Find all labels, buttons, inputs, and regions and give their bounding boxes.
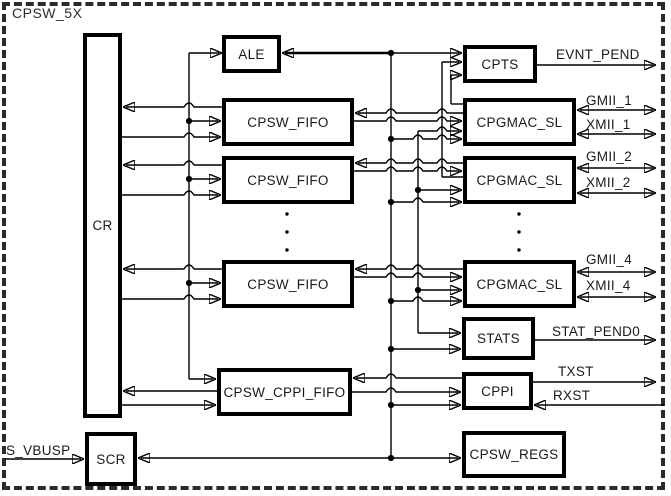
signal-label-stat-pend0: STAT_PEND0 <box>552 324 641 339</box>
signal-label-s-vbusp: S_VBUSP <box>6 443 71 458</box>
signal-label-xmii-4: XMII_4 <box>586 278 631 293</box>
block-stats: STATS <box>462 317 535 360</box>
block-cpsw-fifo-2-label: CPSW_FIFO <box>247 172 329 188</box>
block-scr: SCR <box>85 432 137 486</box>
block-cpsw-fifo-3: CPSW_FIFO <box>222 260 354 308</box>
block-cpgmac-sl-1: CPGMAC_SL <box>463 98 576 146</box>
cr-fifo-wires <box>122 103 222 405</box>
signal-label-gmii-2: GMII_2 <box>586 149 633 164</box>
block-ale-label: ALE <box>238 46 265 62</box>
block-cpsw-cppi-fifo: CPSW_CPPI_FIFO <box>217 368 352 416</box>
signal-label-evnt-pend: EVNT_PEND <box>556 47 640 62</box>
block-cpsw-cppi-fifo-label: CPSW_CPPI_FIFO <box>223 384 346 400</box>
fifo-mac-wires <box>354 109 463 301</box>
signal-label-xmii-2: XMII_2 <box>586 175 631 190</box>
block-cpgmac-sl-2-label: CPGMAC_SL <box>476 172 563 188</box>
block-cr-label: CR <box>92 218 113 233</box>
block-cpgmac-sl-3: CPGMAC_SL <box>463 260 576 308</box>
block-cpsw-fifo-1: CPSW_FIFO <box>222 98 354 146</box>
block-stats-label: STATS <box>476 331 520 346</box>
repetition-ellipsis <box>285 212 521 252</box>
signal-label-gmii-1: GMII_1 <box>586 93 633 108</box>
block-cpsw-fifo-2: CPSW_FIFO <box>222 156 354 204</box>
block-cpsw-fifo-1-label: CPSW_FIFO <box>247 114 329 130</box>
block-cpgmac-sl-3-label: CPGMAC_SL <box>476 276 563 292</box>
block-cpsw-regs-label: CPSW_REGS <box>469 447 559 462</box>
signal-label-gmii-4: GMII_4 <box>586 252 633 267</box>
block-cpgmac-sl-2: CPGMAC_SL <box>463 156 576 204</box>
block-cppi-label: CPPI <box>481 383 514 399</box>
block-cpgmac-sl-1-label: CPGMAC_SL <box>476 114 563 130</box>
block-cpts: CPTS <box>463 45 537 83</box>
block-cpsw-fifo-3-label: CPSW_FIFO <box>247 276 329 292</box>
signal-label-rxst: RXST <box>553 388 591 403</box>
diagram-title: CPSW_5X <box>12 5 83 21</box>
block-ale: ALE <box>222 35 281 73</box>
signal-label-xmii-1: XMII_1 <box>586 117 631 132</box>
block-cpts-label: CPTS <box>481 56 519 72</box>
block-scr-label: SCR <box>96 451 126 467</box>
block-cpsw-regs: CPSW_REGS <box>462 431 566 478</box>
signal-label-txst: TXST <box>558 364 594 379</box>
block-cppi: CPPI <box>462 372 533 410</box>
block-cr: CR <box>83 33 122 418</box>
